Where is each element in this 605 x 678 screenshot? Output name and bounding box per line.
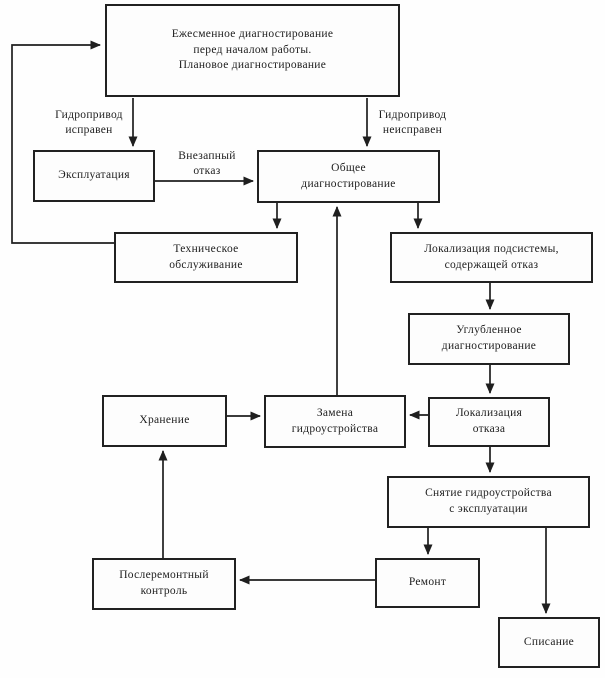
node-post-repair-control: Послеремонтный контроль bbox=[92, 558, 236, 610]
node-repair: Ремонт bbox=[375, 558, 480, 608]
label-hydraulic-drive-ok: Гидропривод исправен bbox=[55, 109, 123, 136]
label-hydraulic-drive-faulty: Гидропривод неисправен bbox=[378, 109, 447, 136]
node-subsystem-localization: Локализация подсистемы, содержащей отказ bbox=[390, 232, 593, 283]
node-deep-diagnostics: Углубленное диагностирование bbox=[408, 313, 570, 365]
node-fault-localization: Локализация отказа bbox=[428, 397, 550, 447]
node-daily-diagnostics: Ежесменное диагностирование перед начало… bbox=[105, 4, 400, 97]
edge-maintenance-to-daily-loop bbox=[11, 40, 114, 244]
node-general-diagnostics: Общее диагностирование bbox=[257, 150, 440, 203]
node-operation: Эксплуатация bbox=[33, 150, 155, 202]
node-maintenance: Техническое обслуживание bbox=[114, 232, 298, 283]
node-storage: Хранение bbox=[102, 395, 227, 447]
node-unit-removal: Снятие гидроустройства с эксплуатации bbox=[387, 476, 590, 528]
node-unit-replacement: Замена гидроустройства bbox=[264, 395, 406, 448]
node-write-off: Списание bbox=[498, 617, 600, 668]
label-sudden-failure: Внезапный отказ bbox=[178, 150, 236, 177]
